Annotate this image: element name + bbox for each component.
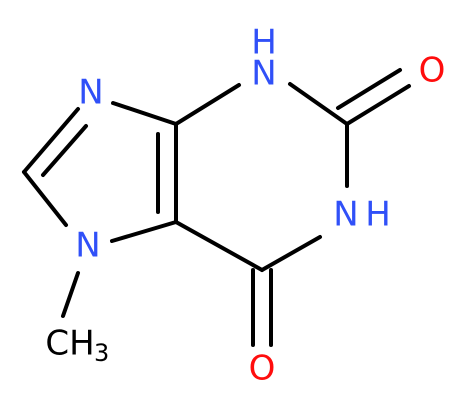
bond-c2-o2-double xyxy=(336,68,402,110)
bond-n1-c6 xyxy=(260,235,322,272)
bond-group xyxy=(22,68,411,347)
atom-o2: O xyxy=(419,51,446,91)
atom-o6: O xyxy=(249,349,276,389)
atom-methyl-subscript: 3 xyxy=(94,339,109,367)
bond-n3-c2 xyxy=(288,82,349,126)
atom-label-group: N H N O N H N O CH 3 xyxy=(45,23,445,389)
bond-c6-c5 xyxy=(174,220,264,272)
atom-n9: N xyxy=(78,73,103,113)
atom-methyl-carbon: CH xyxy=(45,324,94,364)
bond-n9-c8 xyxy=(22,107,80,174)
bond-c8-n7 xyxy=(22,170,68,227)
bond-n9-c8-double xyxy=(41,124,88,177)
atom-n7: N xyxy=(75,226,100,266)
bond-c4-n3 xyxy=(174,83,241,126)
bond-c4-n9 xyxy=(111,101,178,126)
bond-n7-c5 xyxy=(110,220,178,243)
atom-n3-hydrogen: H xyxy=(251,23,277,63)
bond-c2-o2 xyxy=(345,84,411,126)
atom-n1-hydrogen: H xyxy=(365,195,391,235)
atom-n3: N xyxy=(251,54,276,94)
atom-n1: N xyxy=(333,195,358,235)
bond-n7-ch3 xyxy=(61,271,80,318)
